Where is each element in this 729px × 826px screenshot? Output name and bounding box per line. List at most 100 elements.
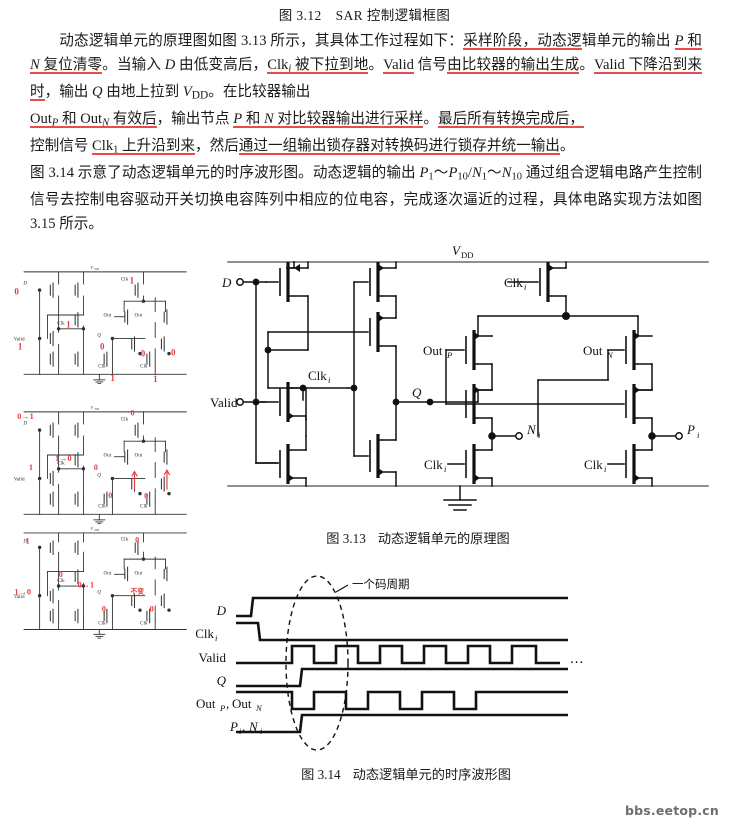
paragraph-1: 动态逻辑单元的原理图如图 3.13 所示，其具体工作过程如下：采样阶段，动态逻辑… [30,33,702,156]
transistor-m2-nmos [279,382,294,422]
waveform-out [236,690,568,711]
svg-text:Clk: Clk [121,417,129,423]
svg-text:Clk: Clk [121,536,129,542]
paragraph-2: 图 3.14 示意了动态逻辑单元的时序波形图。动态逻辑的输出 P1～P10/N1… [30,165,702,232]
label-n-node: N [526,422,537,437]
svg-text:D: D [22,421,27,427]
svg-text:1: 1 [110,373,115,383]
thumbnail-circuit-phase-3: D Valid Q Clk Clk Out Out Clk Clk V DD 1… [2,526,198,664]
terminal-circles [236,278,683,440]
figure-3-13-circuit: V DD D Valid Clk i Q Clk i Out P Out N N… [208,240,720,525]
figure-3-13-number: 图 3.13 [326,531,366,546]
svg-text:0: 0 [135,536,139,545]
waveform-valid [236,644,560,665]
thumb1-label-clk4: Clk [140,363,148,369]
signal-label-out-comma: , [226,696,229,711]
figure-3-13-title: 动态逻辑单元的原理图 [377,531,510,546]
thumb1-label-d: D [22,281,27,287]
svg-text:0: 0 [130,409,134,418]
thumb-3-svg: D Valid Q Clk Clk Out Out Clk Clk V DD 1… [14,526,187,639]
svg-text:0→1: 0→1 [78,580,95,589]
waveform-signal-labels: D Clk i Valid Q Out P , Out N P i , N i [195,603,263,736]
transistor-q-left-pmos [465,384,480,424]
svg-text:Out: Out [135,570,143,576]
label-clk-top-right-sub: i [524,282,527,292]
label-clk-top-right: Clk [504,275,523,290]
svg-text:1→0: 1→0 [14,587,31,596]
signal-label-p-sub: i [239,726,242,736]
thumbnail-circuit-phase-2: D Valid Q Clk Clk Out Out Clk Clk V DD 0… [2,386,198,524]
svg-text:0: 0 [59,570,63,579]
waveform-p-n [236,713,568,734]
svg-text:Clk: Clk [98,503,106,509]
svg-text:DD: DD [94,407,99,411]
svg-text:0: 0 [141,348,146,358]
transistor-m3-nmos [279,444,294,484]
label-q-node: Q [412,385,422,400]
label-valid-input: Valid [210,395,238,410]
svg-text:1: 1 [18,342,23,352]
svg-text:Clk: Clk [140,503,148,509]
svg-text:1: 1 [130,275,135,285]
svg-text:1→0: 1→0 [55,454,72,463]
svg-text:1: 1 [29,463,33,472]
signal-label-out-p: Out [196,696,216,711]
svg-text:Valid: Valid [14,594,25,600]
thumb2-arrows [131,468,171,490]
svg-text:0: 0 [171,348,176,358]
signal-label-pn-group: P i , N i [229,719,263,736]
code-period-ellipse [285,575,349,751]
svg-text:Q: Q [97,472,101,478]
transistor-clk-nmos-right [625,444,640,484]
svg-text:Out: Out [103,453,111,459]
svg-text:Q: Q [97,590,101,596]
thumb1-label-vdd: V [90,265,94,270]
svg-text:Clk: Clk [140,621,148,627]
label-clk-bottom-left-sub: i [444,464,447,474]
signal-label-valid: Valid [199,650,227,665]
site-watermark: bbs.eetop.cn [624,803,719,818]
waveform-q [236,667,568,688]
waveform-d [236,596,568,618]
thumb3-annotations: 1 0 0 1→0 0→1 不变 0 0 [14,536,153,614]
figure-3-14-number: 图 3.14 [301,767,341,782]
thumbnail-circuit-column: D Valid Q Clk Clk Out Out Clk Clk V DD 0… [2,246,198,666]
label-vdd-sub: DD [461,250,473,260]
svg-text:1: 1 [153,374,158,384]
transistor-m4-pmos [369,262,384,302]
svg-text:Out: Out [103,570,111,576]
waveform-svg: 一个码周期 ... D Clk i Valid Q Out [195,575,584,751]
waveform-ellipsis: ... [570,651,584,667]
svg-text:V: V [90,526,94,531]
svg-text:Clk: Clk [57,578,65,584]
transistor-clk-nmos-left [465,444,480,484]
waveform-clk [236,621,568,642]
signal-label-p: P [229,719,238,734]
label-p-node-sub: i [697,430,700,440]
signal-label-d: D [216,603,227,618]
signal-label-out-n-sub: N [255,703,263,713]
thumb-1-svg: D Valid Q Clk Clk Out Out Clk Clk V DD 0… [14,265,187,384]
transistor-m6-nmos [369,434,384,478]
figure-3-14-waveform: 一个码周期 ... D Clk i Valid Q Out [195,566,596,762]
label-out-n: Out [583,343,603,358]
thumb1-label-clk2: Clk [121,277,129,283]
figure-3-12-title: SAR 控制逻辑框图 [335,8,451,23]
signal-label-n: N [248,719,259,734]
svg-text:0: 0 [108,491,112,500]
label-clk-mid-sub: i [328,375,331,385]
svg-text:0: 0 [94,463,98,472]
label-p-node: P [686,422,695,437]
thumb1-label-q: Q [97,332,101,338]
svg-text:DD: DD [94,528,99,532]
code-period-annotation: 一个码周期 [352,578,410,591]
junction-dots [252,278,656,440]
label-out-n-sub: N [606,350,614,360]
signal-label-out-n: Out [232,696,252,711]
transistor-outp-pmos [465,330,480,370]
figure-3-13-caption: 图 3.13 动态逻辑单元的原理图 [208,528,628,547]
label-clk-bottom-right: Clk [584,457,603,472]
thumb-2-svg: D Valid Q Clk Clk Out Out Clk Clk V DD 0… [14,405,187,524]
thumb2-annotations: 0→1 1 1→0 0 0 0 0 [17,409,148,501]
